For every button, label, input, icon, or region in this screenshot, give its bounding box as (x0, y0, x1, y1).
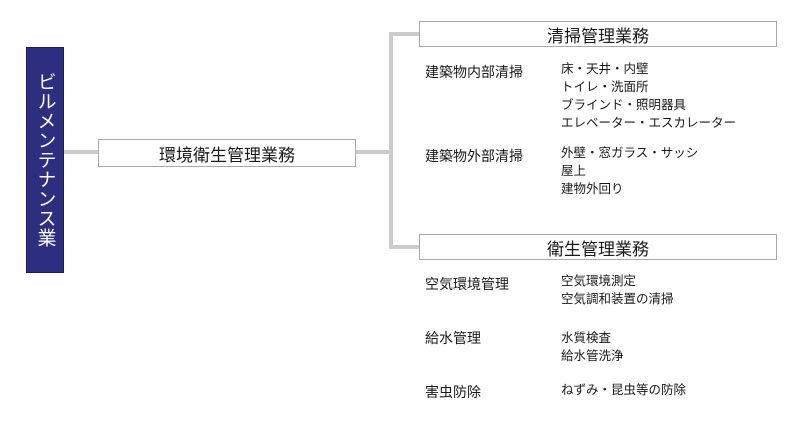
connector-trunk-to-cleaning (389, 32, 421, 36)
category-label: 建築物外部清掃 (425, 149, 523, 165)
connector-main-to-trunk (356, 150, 392, 154)
item-label: 建物外回り (561, 181, 624, 196)
category-label: 空気環境管理 (425, 277, 509, 293)
item-label: 床・天井・内壁 (561, 61, 649, 76)
root-node: ビルメンテナンス業 (26, 47, 64, 273)
item-label: エレベーター・エスカレーター (561, 115, 737, 130)
category-label: 給水管理 (425, 331, 481, 347)
item-label: 外壁・窓ガラス・サッシ (561, 145, 699, 160)
main-node: 環境衛生管理業務 (98, 139, 356, 167)
category-items: 水質検査 給水管洗浄 (561, 329, 624, 365)
item-label: ブラインド・照明器具 (561, 97, 687, 112)
connector-vertical-trunk (389, 32, 393, 249)
main-label: 環境衛生管理業務 (159, 145, 295, 166)
branch-title: 衛生管理業務 (547, 239, 649, 260)
connector-root-to-main (64, 150, 98, 154)
item-label: 水質検査 (561, 330, 612, 345)
item-label: 給水管洗浄 (561, 348, 624, 363)
root-label: ビルメンテナンス業 (34, 72, 57, 248)
category-items: ねずみ・昆虫等の防除 (561, 381, 686, 399)
category-label: 建築物内部清掃 (425, 65, 523, 81)
category-label: 害虫防除 (425, 385, 481, 401)
category-items: 外壁・窓ガラス・サッシ 屋上 建物外回り (561, 144, 698, 198)
item-label: 屋上 (561, 163, 587, 178)
item-label: 空気環境測定 (561, 273, 637, 288)
branch-node-hygiene: 衛生管理業務 (419, 234, 777, 260)
branch-node-cleaning: 清掃管理業務 (419, 21, 777, 47)
connector-trunk-to-hygiene (389, 245, 421, 249)
item-label: 空気調和装置の清掃 (561, 291, 674, 306)
item-label: トイレ・洗面所 (561, 79, 649, 94)
category-items: 空気環境測定 空気調和装置の清掃 (561, 272, 674, 308)
item-label: ねずみ・昆虫等の防除 (561, 382, 687, 397)
branch-title: 清掃管理業務 (547, 26, 649, 47)
category-items: 床・天井・内壁 トイレ・洗面所 ブラインド・照明器具 エレベーター・エスカレータ… (561, 60, 736, 132)
